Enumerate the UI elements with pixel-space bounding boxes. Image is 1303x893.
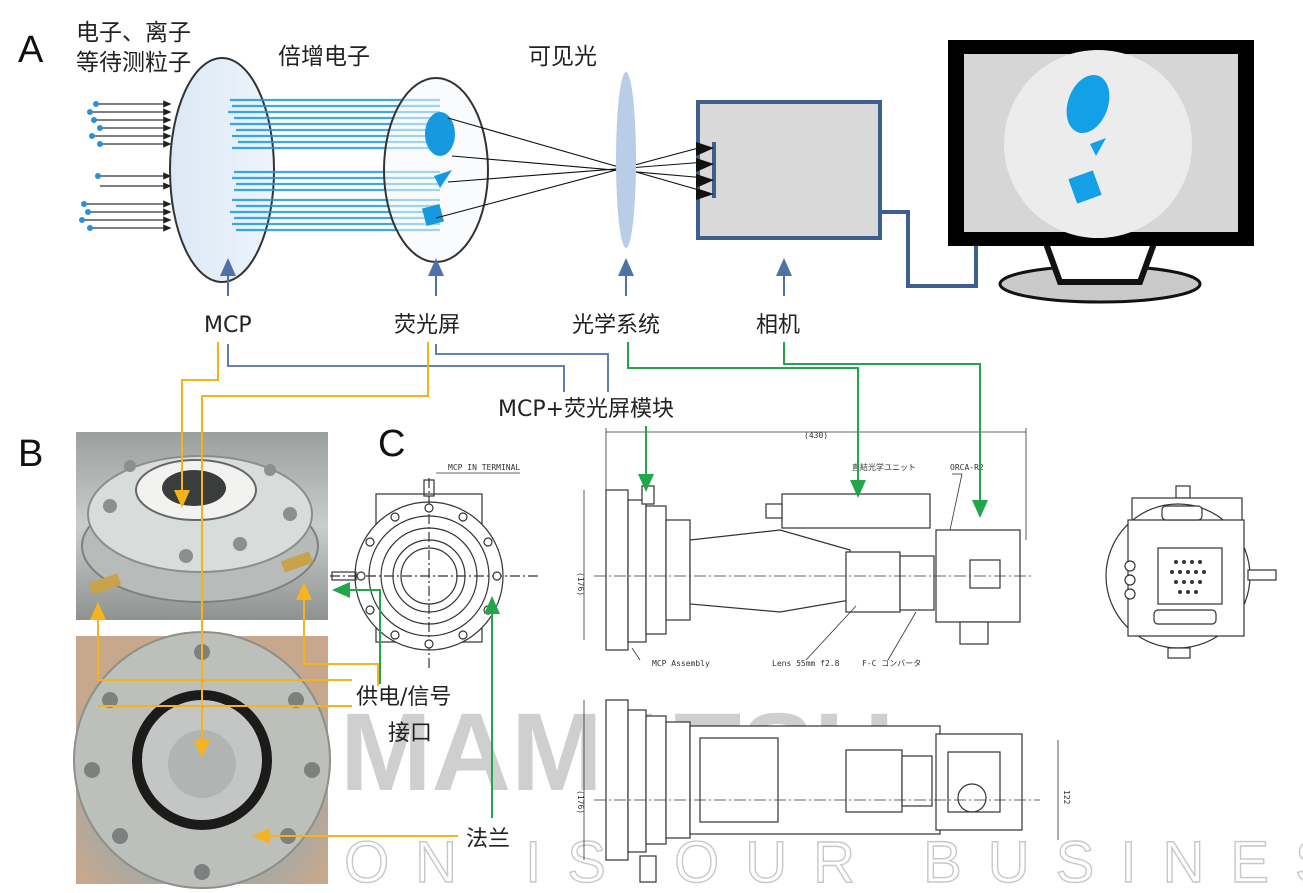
label-height-176-b: (176) <box>576 790 585 814</box>
drawing-top-view <box>583 699 1059 883</box>
label-mcp-in-terminal: MCP IN TERMINAL <box>448 463 520 472</box>
label-mcp-assembly: MCP Assembly <box>652 659 710 668</box>
label-particles-line2: 等待测粒子 <box>76 50 191 76</box>
screen-spot-square <box>421 203 445 227</box>
label-mcp: MCP <box>204 313 252 338</box>
label-optical-system: 光学系统 <box>572 313 660 338</box>
monitor-spot-ellipse <box>1066 74 1110 134</box>
label-dimension-430: (430) <box>804 431 828 440</box>
panel-label-b: B <box>18 433 43 475</box>
drawing-rear-view <box>1105 485 1277 659</box>
label-optics-unit: 直結光学ユニット <box>852 462 916 472</box>
screen-spot-ellipse <box>425 112 455 156</box>
module-link-mcp <box>227 344 565 392</box>
lens <box>616 72 636 248</box>
label-flange: 法兰 <box>466 827 510 852</box>
label-visible-light: 可见光 <box>528 44 597 70</box>
light-rays <box>435 117 707 219</box>
label-power-signal-line2: 接口 <box>388 721 432 746</box>
label-height-176-a: (176) <box>576 572 585 596</box>
incoming-particles <box>82 100 172 232</box>
label-fc-converter: F-C コンバータ <box>862 659 921 668</box>
rear-connector-pins <box>1170 560 1206 594</box>
drawing-side-view <box>583 428 1034 651</box>
monitor-spot-triangle <box>1090 138 1106 156</box>
particle-dots <box>79 101 103 231</box>
monitor-spot-square <box>1068 170 1102 204</box>
component-pointer-arrows <box>220 258 792 296</box>
label-phosphor-screen: 荧光屏 <box>394 313 460 338</box>
label-module: MCP+荧光屏模块 <box>498 397 674 422</box>
camera-input-arrows <box>696 142 714 200</box>
phosphor-screen-disc <box>383 77 489 263</box>
panel-label-c: C <box>378 423 405 465</box>
orange-leader-lines <box>90 342 458 844</box>
green-leader-lines <box>332 342 988 818</box>
screen-spot-triangle <box>434 170 452 188</box>
module-link-screen <box>435 344 609 392</box>
mcp-disc <box>169 57 275 283</box>
panel-label-a: A <box>18 29 44 71</box>
drawing-flange-front-view <box>330 478 540 668</box>
label-camera-model: ORCA-R2 <box>950 463 984 472</box>
label-particles-line1: 电子、离子 <box>76 20 191 46</box>
label-power-signal-line1: 供电/信号 <box>356 685 451 710</box>
camera-cable <box>880 210 978 288</box>
label-dim-122: 122 <box>1062 790 1071 805</box>
camera-body <box>696 100 882 240</box>
label-lens: Lens 55mm f2.8 <box>772 659 840 668</box>
label-camera: 相机 <box>756 313 800 338</box>
label-multiplied-electrons: 倍增电子 <box>278 44 370 70</box>
